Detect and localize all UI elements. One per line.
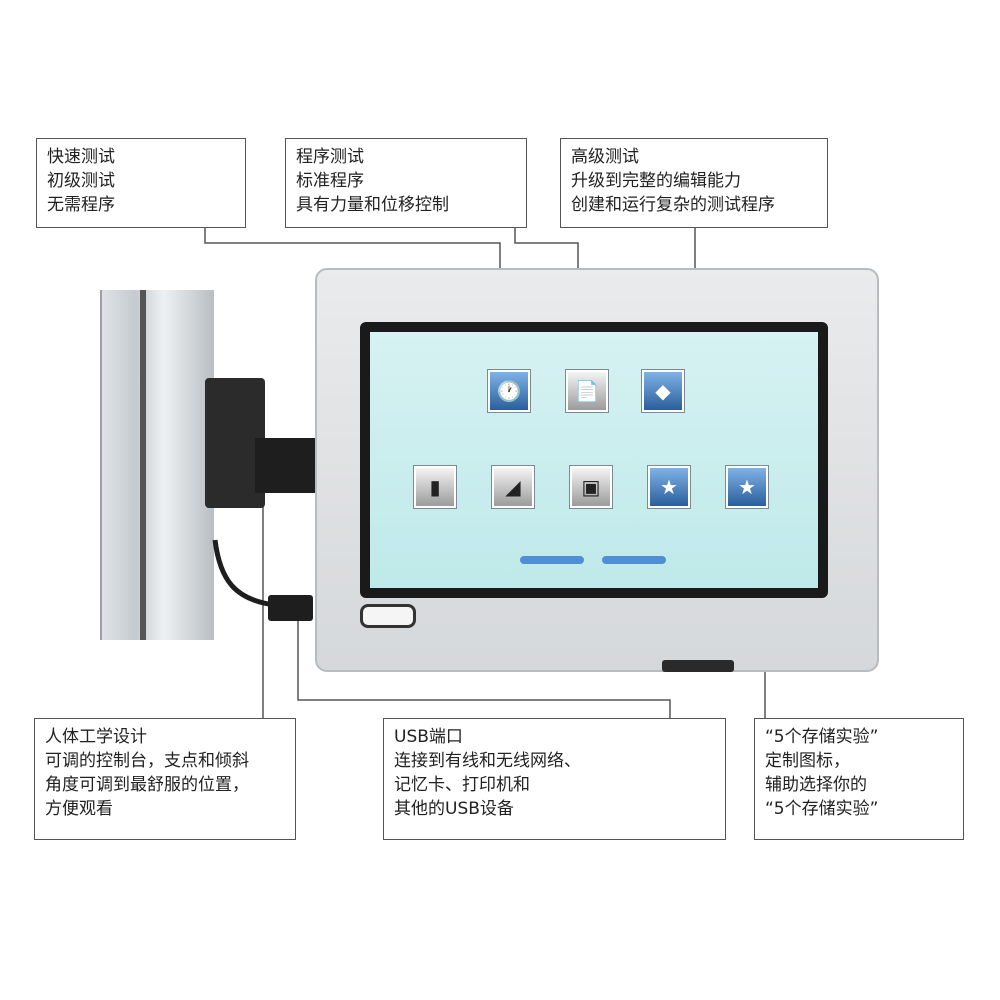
callout-line: 具有力量和位移控制 xyxy=(296,195,449,215)
callout-line: 角度可调到最舒服的位置， xyxy=(45,775,249,795)
callout-line: 记忆卡、打印机和 xyxy=(394,775,530,795)
callout-program-test: 程序测试 标准程序 具有力量和位移控制 xyxy=(285,138,527,228)
home-button[interactable] xyxy=(360,604,416,628)
monitor-foot xyxy=(662,660,734,672)
advanced-icon[interactable]: ◆ xyxy=(642,370,684,412)
callout-quick-test: 快速测试 初级测试 无需程序 xyxy=(36,138,246,228)
callout-title: 高级测试 xyxy=(571,147,639,167)
callout-title: 人体工学设计 xyxy=(45,727,147,747)
grip-icon[interactable]: ▣ xyxy=(570,466,612,508)
callout-favorites: “5个存储实验” 定制图标， 辅助选择你的 “5个存储实验” xyxy=(754,718,964,840)
callout-title: 程序测试 xyxy=(296,147,364,167)
clock-icon[interactable]: 🕐 xyxy=(488,370,530,412)
mounting-pole xyxy=(100,290,214,640)
callout-title: “5个存储实验” xyxy=(765,727,879,747)
callout-advanced-test: 高级测试 升级到完整的编辑能力 创建和运行复杂的测试程序 xyxy=(560,138,828,228)
callout-line: 创建和运行复杂的测试程序 xyxy=(571,195,775,215)
callout-line: 初级测试 xyxy=(47,171,115,191)
star-icon[interactable]: ★ xyxy=(726,466,768,508)
callout-title: 快速测试 xyxy=(47,147,115,167)
sample-icon[interactable]: ▮ xyxy=(414,466,456,508)
screen-button-right[interactable] xyxy=(602,556,666,564)
callout-line: 无需程序 xyxy=(47,195,115,215)
callout-line: 定制图标， xyxy=(765,751,850,771)
callout-line: 可调的控制台，支点和倾斜 xyxy=(45,751,249,771)
callout-ergonomic: 人体工学设计 可调的控制台，支点和倾斜 角度可调到最舒服的位置， 方便观看 xyxy=(34,718,296,840)
callout-line: 方便观看 xyxy=(45,799,113,819)
callout-line: 其他的USB设备 xyxy=(394,799,514,819)
callout-line: 连接到有线和无线网络、 xyxy=(394,751,581,771)
document-icon[interactable]: 📄 xyxy=(566,370,608,412)
callout-line: 标准程序 xyxy=(296,171,364,191)
mounting-arm xyxy=(255,438,317,493)
screen-button-left[interactable] xyxy=(520,556,584,564)
usb-connector xyxy=(268,595,313,621)
callout-usb: USB端口 连接到有线和无线网络、 记忆卡、打印机和 其他的USB设备 xyxy=(383,718,726,840)
fixture-icon[interactable]: ◢ xyxy=(492,466,534,508)
callout-line: 升级到完整的编辑能力 xyxy=(571,171,741,191)
leader-usb xyxy=(297,612,671,718)
star-icon[interactable]: ★ xyxy=(648,466,690,508)
callout-title: USB端口 xyxy=(394,727,463,747)
callout-line: “5个存储实验” xyxy=(765,799,879,819)
callout-line: 辅助选择你的 xyxy=(765,775,867,795)
